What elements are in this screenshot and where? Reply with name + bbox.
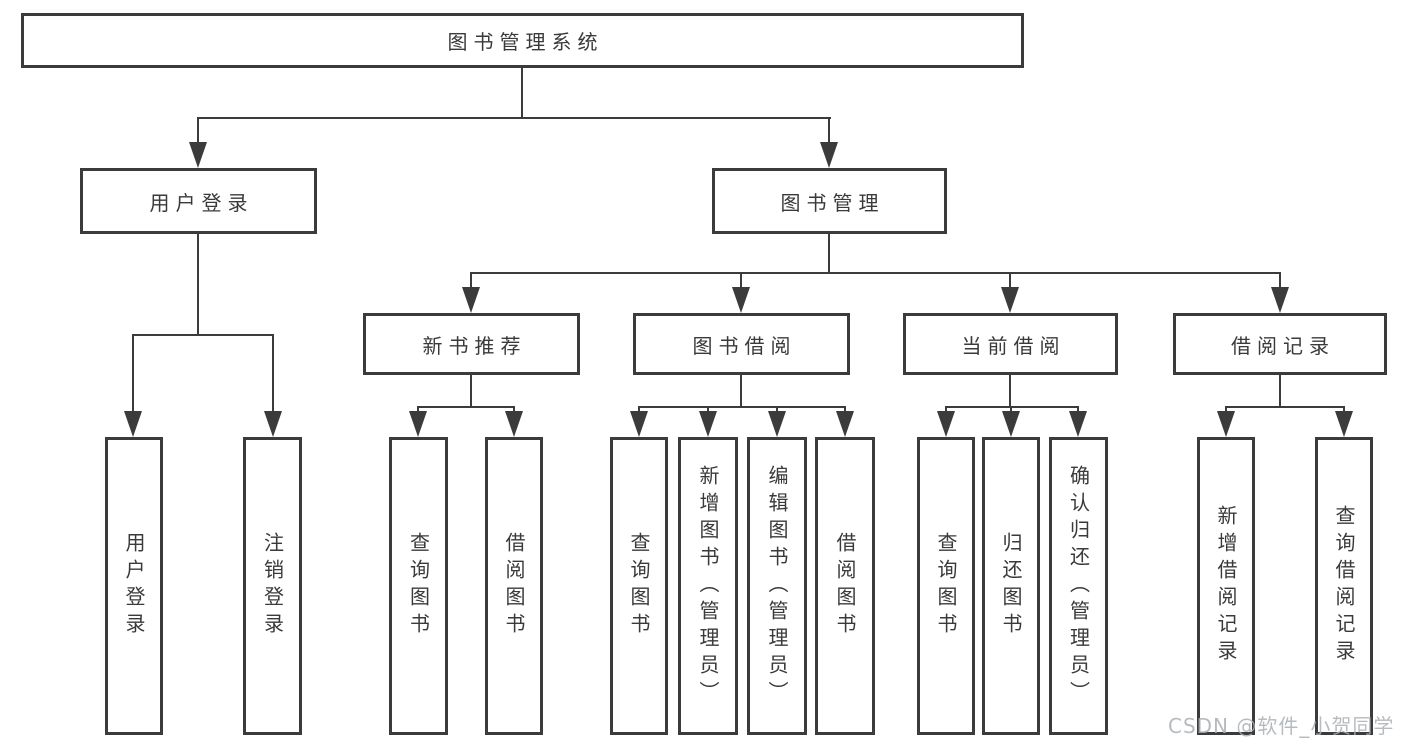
connector-branch-level3 xyxy=(470,272,1281,274)
leaf-label: 查询图书 xyxy=(934,532,958,640)
connector-branch-nbr xyxy=(417,406,515,408)
connector-branch-br xyxy=(1225,406,1344,408)
arrow-down-icon xyxy=(505,411,523,437)
arrow-down-icon xyxy=(189,142,207,168)
node-new-book-recommendation: 新书推荐 xyxy=(363,313,580,375)
leaf-bb-add-books-admin: 新增图书（管理员） xyxy=(678,437,738,735)
node-borrowing-records: 借阅记录 xyxy=(1173,313,1387,375)
arrow-down-icon xyxy=(699,411,717,437)
arrow-down-icon xyxy=(1002,411,1020,437)
connector-drop xyxy=(1010,406,1012,413)
arrow-down-icon xyxy=(1271,287,1289,313)
node-book-borrowing: 图书借阅 xyxy=(633,313,850,375)
arrow-down-icon xyxy=(732,287,750,313)
connector-drop-book-borrow xyxy=(740,272,742,288)
leaf-br-add-record: 新增借阅记录 xyxy=(1197,437,1255,735)
leaf-bb-borrow-books: 借阅图书 xyxy=(815,437,875,735)
node-label: 新书推荐 xyxy=(422,333,527,358)
leaf-bb-query-books: 查询图书 xyxy=(610,437,668,735)
arrow-down-icon xyxy=(1217,411,1235,437)
leaf-label: 借阅图书 xyxy=(833,532,857,640)
leaf-label: 查询图书 xyxy=(627,532,651,640)
leaf-cb-query-books: 查询图书 xyxy=(917,437,975,735)
arrow-down-icon xyxy=(1069,411,1087,437)
connector-drop-new-book-rec xyxy=(470,272,472,288)
arrow-down-icon xyxy=(820,142,838,168)
node-current-borrowing: 当前借阅 xyxy=(903,313,1118,375)
connector-bb-stem xyxy=(740,375,742,408)
connector-branch-user-login xyxy=(132,334,274,336)
connector-drop xyxy=(1343,406,1345,413)
leaf-label: 新增借阅记录 xyxy=(1214,505,1238,667)
connector-book-mgmt-stem xyxy=(828,234,830,274)
leaf-nb-borrow-books: 借阅图书 xyxy=(485,437,543,735)
leaf-br-query-record: 查询借阅记录 xyxy=(1315,437,1373,735)
connector-drop-book-mgmt xyxy=(828,117,830,144)
leaf-label: 用户登录 xyxy=(122,532,146,640)
csdn-watermark: CSDN @软件_小贺同学 xyxy=(1168,714,1395,738)
arrow-down-icon xyxy=(937,411,955,437)
connector-branch-cb xyxy=(945,406,1079,408)
connector-drop-borrow-records xyxy=(1279,272,1281,288)
connector-branch-level2 xyxy=(197,117,831,119)
leaf-bb-edit-books-admin: 编辑图书（管理员） xyxy=(747,437,807,735)
arrow-down-icon xyxy=(1001,287,1019,313)
connector-drop-user-login-leaf xyxy=(132,334,134,413)
leaf-label: 归还图书 xyxy=(999,532,1023,640)
connector-drop xyxy=(1225,406,1227,413)
connector-drop xyxy=(1077,406,1079,413)
leaf-label: 查询图书 xyxy=(406,532,431,640)
node-label: 图书管理系统 xyxy=(447,30,604,54)
node-system-root: 图书管理系统 xyxy=(21,13,1024,68)
arrow-down-icon xyxy=(1335,411,1353,437)
node-label: 当前借阅 xyxy=(961,333,1066,358)
connector-drop xyxy=(707,406,709,413)
connector-drop xyxy=(776,406,778,413)
connector-nbr-stem xyxy=(470,375,472,408)
node-label: 图书管理 xyxy=(780,190,885,215)
arrow-down-icon xyxy=(124,411,142,437)
leaf-label: 编辑图书（管理员） xyxy=(765,464,789,708)
arrow-down-icon xyxy=(462,287,480,313)
arrow-down-icon xyxy=(409,411,427,437)
node-book-management: 图书管理 xyxy=(712,168,947,234)
leaf-user-login: 用户登录 xyxy=(105,437,163,735)
connector-br-stem xyxy=(1279,375,1281,408)
leaf-label: 借阅图书 xyxy=(502,532,526,640)
leaf-cb-return-books: 归还图书 xyxy=(982,437,1040,735)
node-label: 用户登录 xyxy=(149,190,254,215)
connector-drop xyxy=(417,406,419,413)
leaf-label: 查询借阅记录 xyxy=(1332,505,1356,667)
leaf-cb-confirm-return-admin: 确认归还（管理员） xyxy=(1049,437,1108,735)
leaf-label: 注销登录 xyxy=(260,532,285,640)
connector-drop xyxy=(638,406,640,413)
leaf-label: 确认归还（管理员） xyxy=(1066,464,1091,708)
leaf-logout: 注销登录 xyxy=(243,437,302,735)
arrow-down-icon xyxy=(768,411,786,437)
leaf-nb-query-books: 查询图书 xyxy=(389,437,448,735)
connector-drop-logout xyxy=(272,334,274,413)
connector-user-login-stem xyxy=(197,234,199,336)
connector-drop-user-login xyxy=(197,117,199,144)
connector-root-stem xyxy=(521,68,523,119)
arrow-down-icon xyxy=(836,411,854,437)
arrow-down-icon xyxy=(264,411,282,437)
connector-branch-bb xyxy=(638,406,846,408)
connector-drop xyxy=(844,406,846,413)
node-user-login: 用户登录 xyxy=(80,168,317,234)
connector-drop-current-borrow xyxy=(1009,272,1011,288)
node-label: 借阅记录 xyxy=(1231,333,1335,358)
connector-drop xyxy=(945,406,947,413)
arrow-down-icon xyxy=(630,411,648,437)
connector-drop xyxy=(513,406,515,413)
connector-cb-stem xyxy=(1009,375,1011,408)
leaf-label: 新增图书（管理员） xyxy=(696,464,720,708)
node-label: 图书借阅 xyxy=(692,333,797,358)
